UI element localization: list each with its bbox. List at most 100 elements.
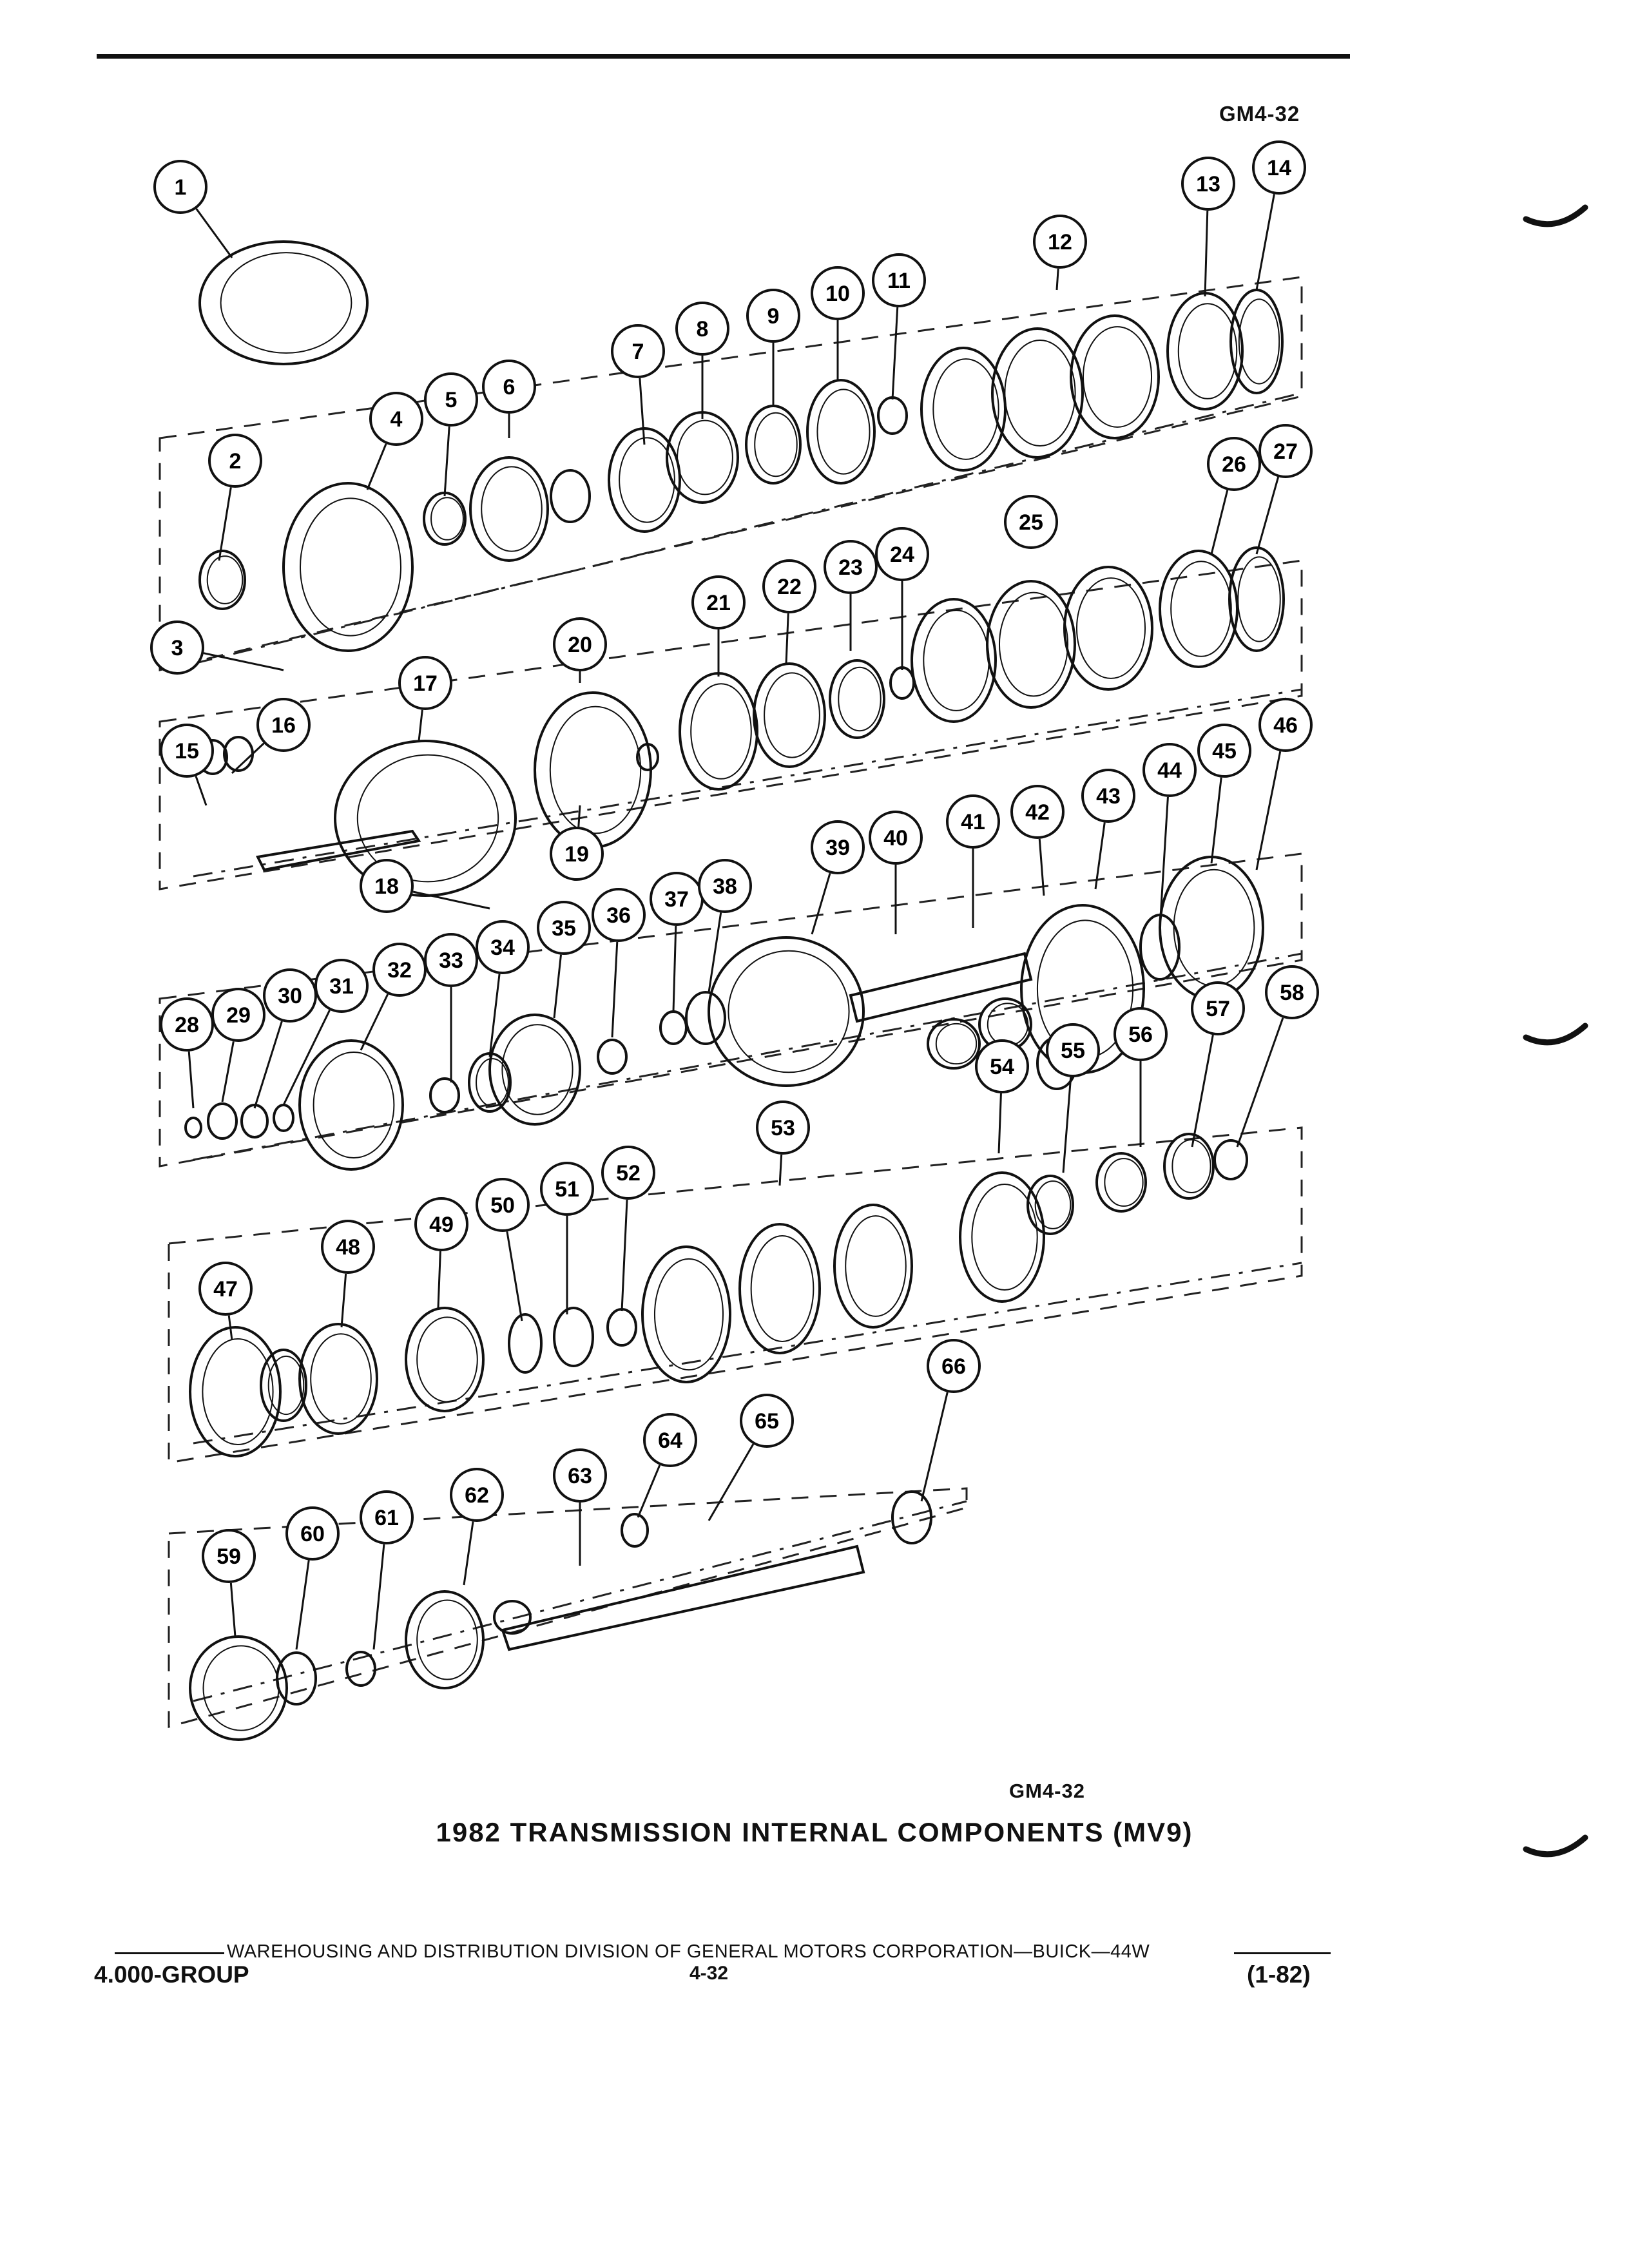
callout-circle xyxy=(698,859,752,913)
part-ring-inner xyxy=(206,555,244,604)
part-ring xyxy=(991,327,1084,459)
callout-circle xyxy=(321,1220,375,1274)
callout-55: 55 xyxy=(1046,1023,1100,1077)
callout-number: 28 xyxy=(175,1013,199,1037)
leader-line xyxy=(221,1041,235,1102)
part-ring xyxy=(550,469,591,523)
callout-circle xyxy=(414,1197,468,1251)
callout-number: 61 xyxy=(374,1506,399,1530)
callout-circle xyxy=(762,559,816,613)
part-ring-inner xyxy=(690,683,752,780)
part-ring-inner xyxy=(1104,1158,1144,1207)
callout-26: 26 xyxy=(1207,437,1261,491)
callout-16: 16 xyxy=(256,698,311,752)
leader-line xyxy=(1062,1077,1072,1173)
part-ring xyxy=(708,936,865,1087)
callout-32: 32 xyxy=(372,943,427,997)
part-ring-inner xyxy=(416,1599,478,1680)
part-ring xyxy=(260,1349,307,1422)
leader-line xyxy=(506,1231,523,1321)
leader-line xyxy=(1210,777,1222,864)
centerline xyxy=(193,952,1302,1161)
callout-30: 30 xyxy=(263,968,317,1023)
callout-number: 51 xyxy=(555,1177,579,1202)
callout-number: 34 xyxy=(490,936,515,960)
part-ring-inner xyxy=(1171,1139,1211,1193)
part-ring-inner xyxy=(754,412,798,477)
part-ring xyxy=(207,1102,238,1140)
part-ring xyxy=(534,691,652,849)
callout-number: 48 xyxy=(336,1235,360,1260)
callout-circle xyxy=(811,820,865,874)
panel-frame xyxy=(159,852,1303,1168)
leader-line xyxy=(998,1093,1002,1154)
callout-circle xyxy=(369,392,423,446)
callout-60: 60 xyxy=(285,1506,340,1561)
callout-57: 57 xyxy=(1191,981,1245,1035)
part-ring-inner xyxy=(1034,1180,1072,1229)
part-ring-inner xyxy=(549,706,642,834)
callout-circle xyxy=(1113,1007,1168,1061)
part-ring-inner xyxy=(653,1258,724,1371)
callout-circle xyxy=(1252,140,1306,195)
callout-number: 43 xyxy=(1096,784,1121,809)
callout-circle xyxy=(1265,965,1319,1019)
leader-line xyxy=(891,307,899,400)
callout-number: 6 xyxy=(503,375,516,399)
callout-number: 42 xyxy=(1025,800,1050,825)
callout-number: 27 xyxy=(1273,439,1298,464)
part-ring-inner xyxy=(1075,577,1146,679)
part-ring-inner xyxy=(476,1058,509,1107)
callout-number: 18 xyxy=(374,874,399,899)
callout-number: 50 xyxy=(490,1193,515,1218)
callout-2: 2 xyxy=(208,434,262,488)
callout-circle xyxy=(360,1490,414,1544)
part-ring xyxy=(493,1600,532,1635)
callout-65: 65 xyxy=(740,1394,794,1448)
part-ring-inner xyxy=(1170,561,1232,657)
leader-line xyxy=(418,709,423,742)
part-ring xyxy=(276,1651,317,1706)
callout-circle xyxy=(285,1506,340,1561)
part-ring xyxy=(189,1326,282,1457)
part-ring-inner xyxy=(619,437,675,523)
leader-line xyxy=(553,954,563,1019)
callout-64: 64 xyxy=(643,1413,697,1467)
part-ring xyxy=(891,1490,932,1544)
part-ring-inner xyxy=(750,1235,815,1342)
callout-number: 10 xyxy=(825,282,850,306)
callout-number: 64 xyxy=(658,1428,682,1453)
callout-41: 41 xyxy=(946,794,1000,849)
callout-circle xyxy=(975,1039,1029,1093)
centerline xyxy=(193,1262,1302,1445)
part-ring xyxy=(423,492,467,546)
leader-line xyxy=(488,974,501,1057)
callout-number: 33 xyxy=(439,948,463,973)
leader-line xyxy=(188,1051,195,1109)
callout-39: 39 xyxy=(811,820,865,874)
callout-number: 29 xyxy=(226,1003,251,1028)
callout-number: 30 xyxy=(278,984,302,1008)
callout-47: 47 xyxy=(198,1262,253,1316)
callout-number: 19 xyxy=(564,842,589,867)
part-ring xyxy=(1070,314,1160,439)
callout-circle xyxy=(160,724,214,778)
callout-circle xyxy=(1081,769,1135,823)
callout-circle xyxy=(1181,157,1235,211)
callout-circle xyxy=(360,859,414,913)
callout-circle xyxy=(872,253,926,307)
callout-number: 26 xyxy=(1222,452,1246,477)
callout-circle xyxy=(1046,1023,1100,1077)
leader-line xyxy=(1255,477,1280,555)
leader-line xyxy=(611,941,619,1038)
callout-number: 1 xyxy=(175,175,187,200)
callout-circle xyxy=(611,324,665,378)
leader-line xyxy=(639,378,646,445)
footer-date: (1-82) xyxy=(1247,1961,1311,1988)
leader-line xyxy=(778,1154,783,1186)
callout-35: 35 xyxy=(537,901,591,955)
callout-circle xyxy=(150,620,204,675)
callout-circle xyxy=(927,1339,981,1393)
part-ring-inner xyxy=(932,358,999,460)
callout-number: 39 xyxy=(825,836,850,860)
